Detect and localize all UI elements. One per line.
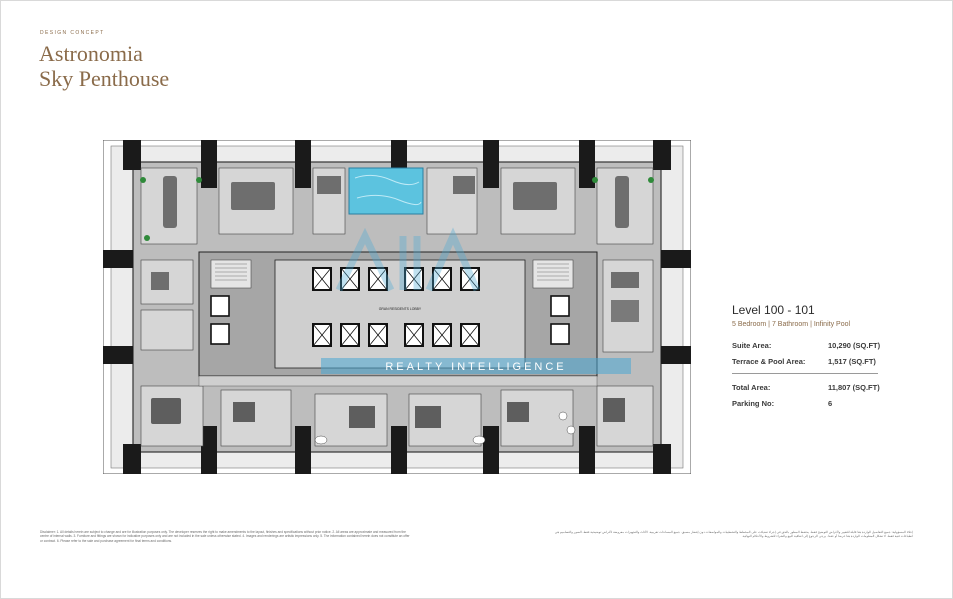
spec-value: 10,290 (SQ.FT)	[828, 341, 881, 350]
corridor-label: GRAN RESIDENTS LOBBY	[379, 307, 422, 311]
watermark-text: REALTY INTELLIGENCE	[385, 361, 566, 373]
page-title: Astronomia Sky Penthouse	[39, 41, 169, 91]
spec-row-parking: Parking No: 6	[732, 399, 892, 408]
lift-banks	[312, 267, 480, 347]
spec-label: Terrace & Pool Area:	[732, 357, 806, 366]
disclaimer-english: Disclaimer: 1. All details herein are su…	[40, 530, 410, 543]
spec-row-total-area: Total Area: 11,807 (SQ.FT)	[732, 383, 892, 392]
unit-specs: Level 100 - 101 5 Bedroom | 7 Bathroom |…	[732, 303, 892, 415]
columns	[103, 140, 691, 474]
title-line-2: Sky Penthouse	[39, 66, 170, 91]
spec-value: 6	[828, 399, 833, 408]
unit-configuration: 5 Bedroom | 7 Bathroom | Infinity Pool	[732, 321, 851, 328]
watermark-band	[321, 358, 631, 374]
spec-label: Parking No:	[732, 399, 775, 408]
spec-label: Suite Area:	[732, 341, 772, 350]
spec-label: Total Area:	[732, 383, 771, 392]
spec-row-terrace-area: Terrace & Pool Area: 1,517 (SQ.FT)	[732, 357, 892, 366]
design-concept-kicker: DESIGN CONCEPT	[40, 30, 105, 36]
level-heading: Level 100 - 101	[732, 303, 815, 317]
spec-value: 11,807 (SQ.FT)	[828, 383, 880, 392]
title-line-1: Astronomia	[39, 41, 143, 66]
stairs	[210, 259, 574, 289]
spec-value: 1,517 (SQ.FT)	[828, 357, 876, 366]
floor-plan: GRAN RESIDENTS LOBBY	[103, 140, 691, 474]
watermark-logo	[335, 227, 481, 292]
specs-divider	[732, 373, 878, 374]
infinity-pool	[348, 167, 424, 215]
spec-row-suite-area: Suite Area: 10,290 (SQ.FT)	[732, 341, 892, 350]
disclaimer-arabic: إخلاء المسؤولية: جميع التفاصيل الواردة ه…	[554, 530, 913, 539]
